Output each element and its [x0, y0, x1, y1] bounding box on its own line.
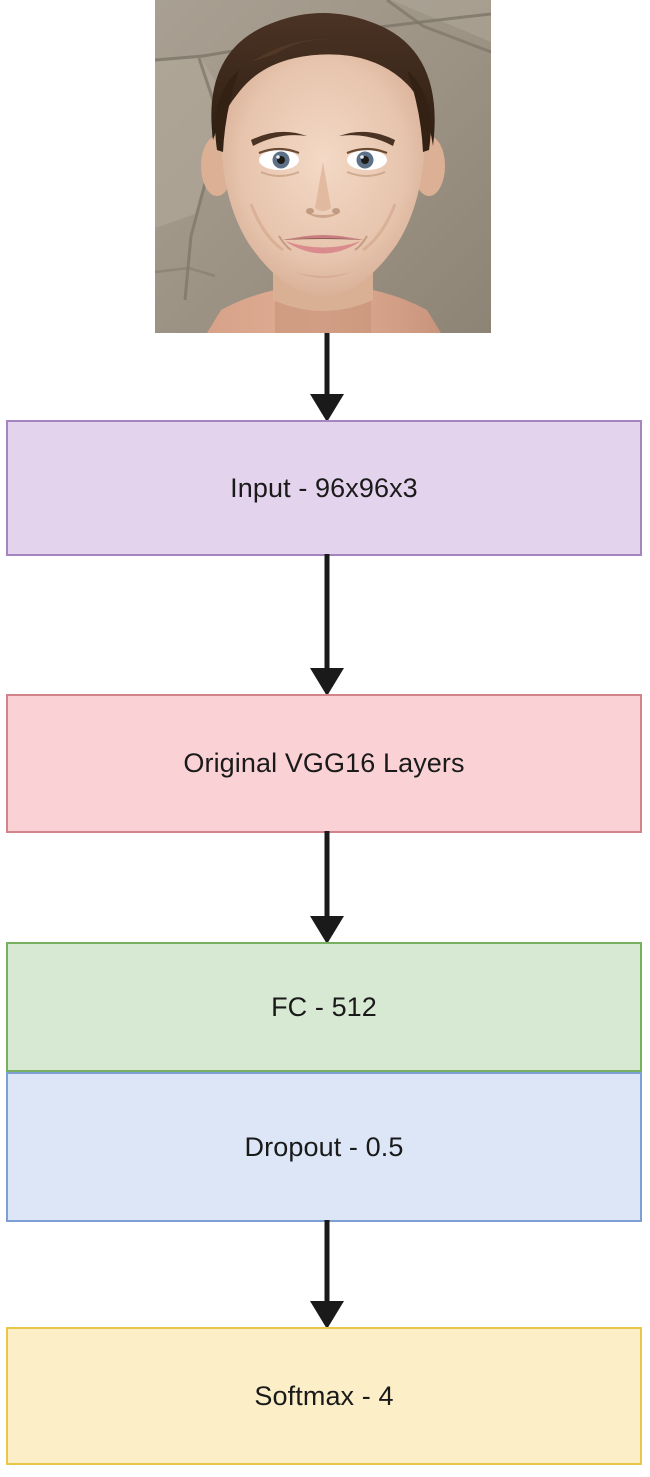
node-dropout[interactable]: Dropout - 0.5	[6, 1072, 642, 1222]
edge-input-to-vgg16	[0, 554, 650, 696]
node-vgg16-label: Original VGG16 Layers	[183, 748, 465, 778]
edge-dropout-to-softmax	[0, 1220, 650, 1329]
arrow-down-icon	[310, 1220, 344, 1329]
edge-vgg16-to-fc	[0, 831, 650, 944]
node-fc-label: FC - 512	[271, 991, 377, 1022]
node-dropout-label: Dropout - 0.5	[244, 1131, 404, 1162]
node-input[interactable]: Input - 96x96x3	[6, 420, 642, 556]
node-input-label: Input - 96x96x3	[230, 472, 418, 503]
face-photo-illustration	[155, 0, 491, 333]
input-face-photo	[155, 0, 491, 333]
arrow-down-icon	[310, 831, 344, 944]
node-softmax-label: Softmax - 4	[254, 1380, 394, 1411]
node-fc[interactable]: FC - 512	[6, 942, 642, 1072]
arrow-down-icon	[310, 333, 344, 422]
node-softmax[interactable]: Softmax - 4	[6, 1327, 642, 1465]
node-original-vgg16-layers[interactable]: Original VGG16 Layers	[6, 694, 642, 833]
arrow-down-icon	[310, 554, 344, 696]
edge-image-to-input	[0, 333, 650, 422]
